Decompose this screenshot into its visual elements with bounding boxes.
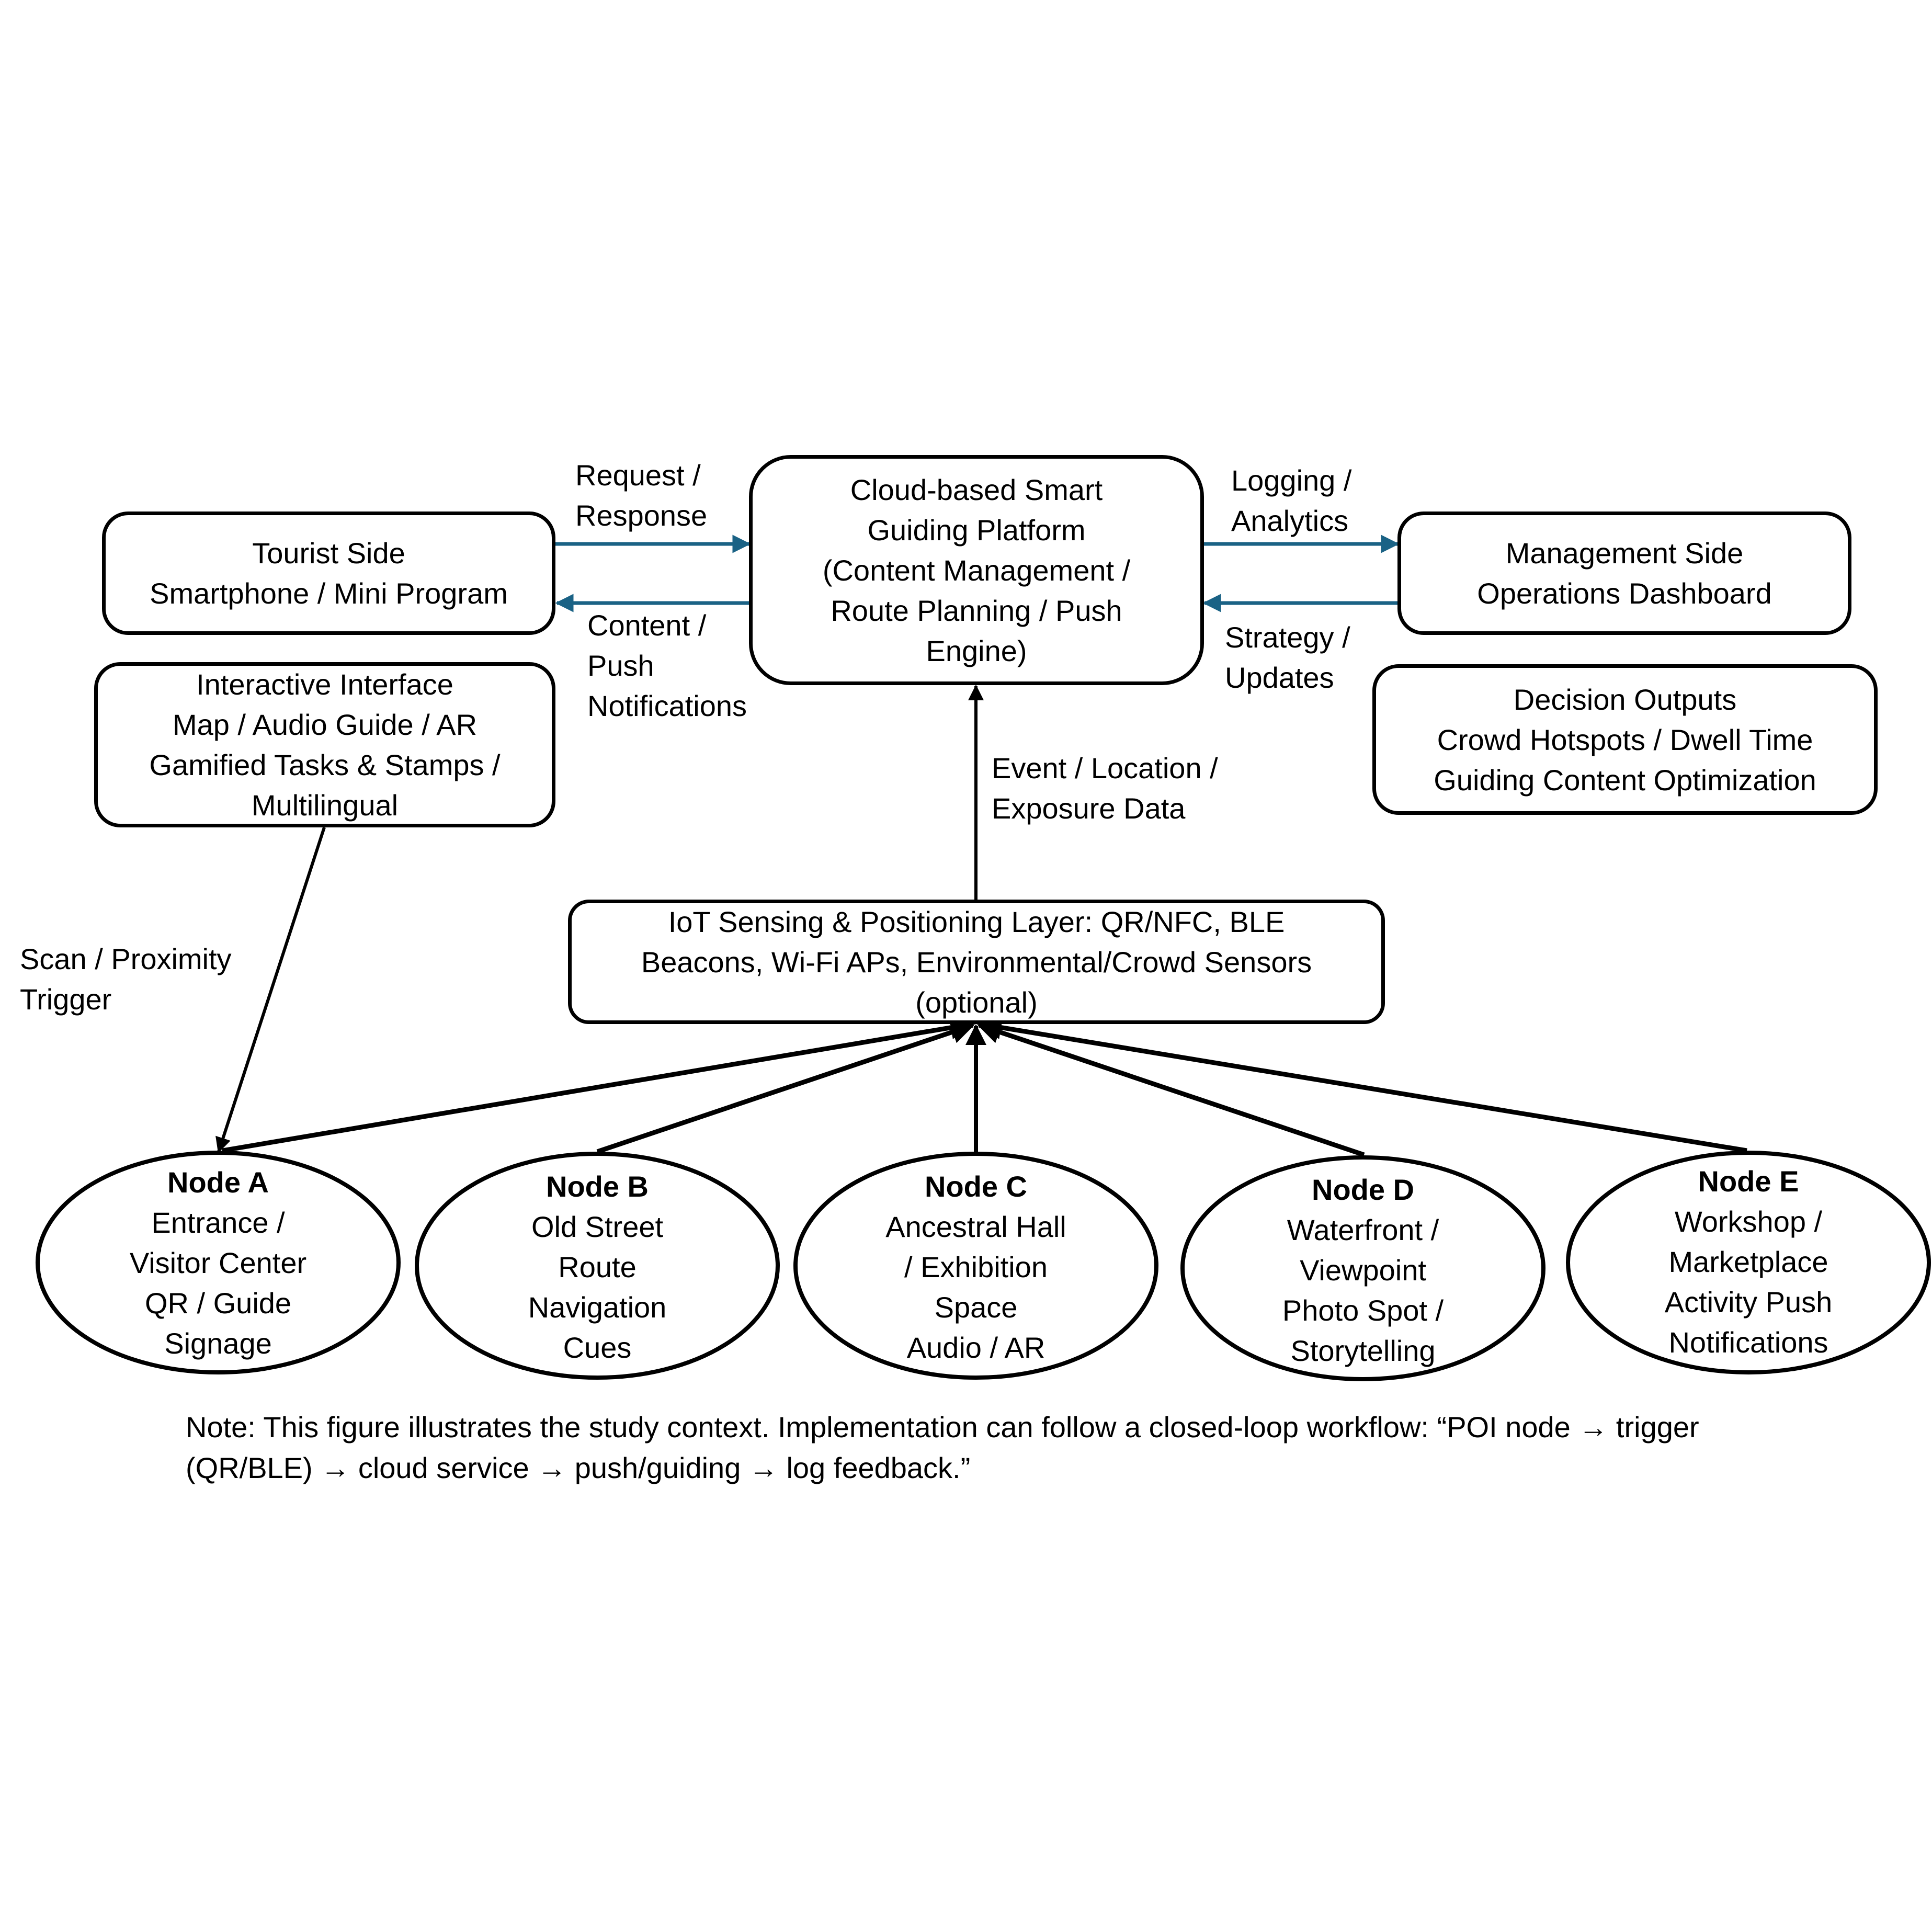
node-a-line: Signage <box>164 1326 272 1360</box>
node-b: Node B Old Street Route Navigation Cues <box>440 1162 754 1371</box>
label-line: Logging / <box>1231 464 1352 497</box>
node-e-line: Notifications <box>1668 1325 1828 1359</box>
iot-sensing-line-2: Beacons, Wi-Fi APs, Environmental/Crowd … <box>641 945 1312 979</box>
iot-sensing-line-3: (optional) <box>915 985 1038 1019</box>
node-a-line: Entrance / <box>151 1206 285 1239</box>
arrow-node-a-to-iot <box>222 1016 974 1153</box>
node-a-ellipse <box>36 1151 401 1374</box>
decision-outputs-line-2: Crowd Hotspots / Dwell Time <box>1437 723 1813 756</box>
node-a-title: Node A <box>167 1165 269 1199</box>
decision-outputs-line-3: Guiding Content Optimization <box>1434 763 1816 797</box>
cloud-platform-box: Cloud-based Smart Guiding Platform (Cont… <box>749 455 1204 685</box>
label-line: Event / Location / <box>992 752 1218 785</box>
node-b-line: Navigation <box>528 1290 667 1324</box>
label-request-response: Request / Response <box>575 455 707 536</box>
arrow-node-d-to-iot <box>976 1020 1365 1157</box>
label-line: Scan / Proximity <box>20 942 232 975</box>
node-d: Node D Waterfront / Viewpoint Photo Spot… <box>1206 1165 1520 1374</box>
management-side-box: Management Side Operations Dashboard <box>1397 512 1851 635</box>
node-d-ellipse <box>1180 1155 1545 1381</box>
interactive-interface-line-4: Multilingual <box>251 789 399 822</box>
node-e-line: Workshop / <box>1674 1204 1823 1238</box>
figure-note-line-2: (QR/BLE) → cloud service → push/guiding … <box>186 1451 971 1484</box>
node-b-line: Old Street <box>531 1210 664 1243</box>
node-d-line: Storytelling <box>1290 1334 1436 1367</box>
cloud-platform-line-1: Cloud-based Smart <box>850 473 1103 506</box>
cloud-platform-line-2: Guiding Platform <box>867 513 1086 547</box>
label-line: Push <box>587 649 654 682</box>
arrow-node-e-to-iot <box>978 1016 1747 1153</box>
label-line: Updates <box>1225 661 1334 694</box>
node-e-line: Activity Push <box>1664 1285 1833 1319</box>
node-b-ellipse <box>415 1152 780 1380</box>
label-content-push-notifications: Content / Push Notifications <box>587 605 747 726</box>
node-b-line: Cues <box>563 1331 632 1364</box>
cloud-platform-line-3: (Content Management / <box>822 553 1131 587</box>
label-scan-proximity-trigger: Scan / Proximity Trigger <box>20 939 232 1019</box>
interactive-interface-box: Interactive Interface Map / Audio Guide … <box>94 662 555 827</box>
tourist-side-title: Tourist Side <box>252 537 405 570</box>
node-b-line: Route <box>558 1250 637 1283</box>
figure-note: Note: This figure illustrates the study … <box>186 1407 1699 1488</box>
label-line: Exposure Data <box>992 792 1186 825</box>
interactive-interface-line-3: Gamified Tasks & Stamps / <box>149 748 501 781</box>
cloud-platform-line-5: Engine) <box>926 634 1027 667</box>
iot-sensing-layer-box: IoT Sensing & Positioning Layer: QR/NFC,… <box>568 900 1385 1024</box>
node-e-title: Node E <box>1698 1164 1799 1198</box>
label-line: Response <box>575 499 708 532</box>
node-d-title: Node D <box>1312 1173 1414 1206</box>
node-a: Node A Entrance / Visitor Center QR / Gu… <box>61 1158 375 1367</box>
decision-outputs-box: Decision Outputs Crowd Hotspots / Dwell … <box>1372 664 1878 815</box>
node-c-line: Audio / AR <box>906 1331 1045 1364</box>
label-line: Trigger <box>20 983 112 1016</box>
cloud-platform-line-4: Route Planning / Push <box>831 594 1122 627</box>
node-e-ellipse <box>1566 1151 1931 1374</box>
node-b-title: Node B <box>546 1169 649 1203</box>
decision-outputs-title: Decision Outputs <box>1513 683 1737 716</box>
node-d-line: Photo Spot / <box>1282 1293 1444 1327</box>
node-d-line: Waterfront / <box>1287 1213 1439 1246</box>
label-event-location-exposure: Event / Location / Exposure Data <box>992 748 1218 828</box>
node-c: Node C Ancestral Hall / Exhibition Space… <box>819 1162 1133 1371</box>
node-c-line: Ancestral Hall <box>885 1210 1066 1243</box>
label-line: Notifications <box>587 689 747 722</box>
tourist-side-subtitle: Smartphone / Mini Program <box>150 577 508 610</box>
management-side-title: Management Side <box>1505 537 1744 570</box>
node-e: Node E Workshop / Marketplace Activity P… <box>1592 1157 1905 1366</box>
figure-note-line-1: Note: This figure illustrates the study … <box>186 1411 1699 1444</box>
node-c-ellipse <box>793 1152 1158 1380</box>
node-d-line: Viewpoint <box>1300 1253 1426 1287</box>
interactive-interface-line-2: Map / Audio Guide / AR <box>172 708 478 741</box>
label-strategy-updates: Strategy / Updates <box>1225 617 1350 698</box>
label-logging-analytics: Logging / Analytics <box>1231 460 1351 541</box>
label-line: Content / <box>587 609 707 642</box>
label-line: Analytics <box>1231 504 1349 537</box>
label-line: Request / <box>575 459 701 492</box>
node-e-line: Marketplace <box>1668 1245 1828 1278</box>
iot-sensing-line-1: IoT Sensing & Positioning Layer: QR/NFC,… <box>668 905 1285 938</box>
node-a-line: Visitor Center <box>129 1246 307 1279</box>
interactive-interface-title: Interactive Interface <box>196 668 453 701</box>
node-c-title: Node C <box>925 1169 1027 1203</box>
management-side-subtitle: Operations Dashboard <box>1477 577 1772 610</box>
arrow-interactive-to-node-a <box>215 827 326 1153</box>
node-c-line: Space <box>934 1290 1018 1324</box>
node-a-line: QR / Guide <box>144 1286 292 1320</box>
arrow-node-b-to-iot <box>596 1020 975 1154</box>
tourist-side-box: Tourist Side Smartphone / Mini Program <box>102 512 555 635</box>
node-c-line: / Exhibition <box>904 1250 1048 1283</box>
label-line: Strategy / <box>1225 621 1350 654</box>
